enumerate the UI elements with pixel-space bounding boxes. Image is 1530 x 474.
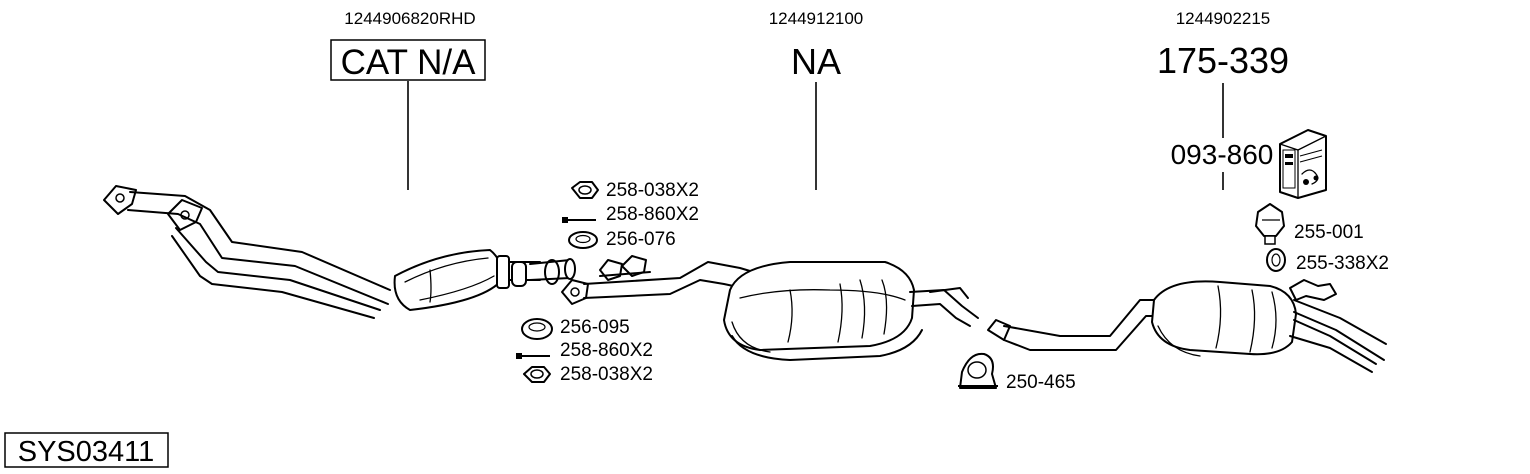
code-middle: NA xyxy=(791,41,841,82)
fitting-label-lower-1: 256-095 xyxy=(560,317,630,338)
mounting-kit-code: 093-860 xyxy=(1171,139,1274,170)
fitting-label-lower-2: 258-860X2 xyxy=(560,340,653,361)
system-id-box xyxy=(4,432,169,468)
bolt-icon-lower xyxy=(516,353,550,359)
fitting-label-upper-2: 258-860X2 xyxy=(606,204,699,225)
clamp-icon xyxy=(958,352,998,389)
clamp-label: 250-465 xyxy=(1006,372,1076,393)
bolt-icon-upper xyxy=(562,217,596,223)
rubber-mount-icon xyxy=(1255,203,1285,245)
mounting-kit-box-icon xyxy=(1279,129,1327,199)
front-pipe-catalytic-converter xyxy=(103,185,576,319)
gasket-icon-lower xyxy=(521,318,553,340)
part-number-rear: 1244902215 xyxy=(1176,9,1271,28)
nut-icon-upper xyxy=(571,181,599,199)
system-id: SYS03411 xyxy=(18,436,155,468)
fitting-label-upper-3: 256-076 xyxy=(606,229,676,250)
part-number-middle: 1244912100 xyxy=(769,9,864,28)
fitting-label-lower-3: 258-038X2 xyxy=(560,364,653,385)
code-rear: 175-339 xyxy=(1157,40,1289,81)
part-number-front: 1244906820RHD xyxy=(344,9,475,28)
code-box-front xyxy=(330,39,486,81)
rear-ring-label: 255-338X2 xyxy=(1296,253,1389,274)
gasket-icon-upper xyxy=(568,231,598,249)
rear-silencer-assembly xyxy=(987,279,1387,373)
rear-mount-label: 255-001 xyxy=(1294,222,1364,243)
middle-silencer-assembly xyxy=(561,255,979,361)
nut-icon-lower xyxy=(523,366,551,383)
fitting-label-upper-1: 258-038X2 xyxy=(606,180,699,201)
rubber-ring-icon xyxy=(1266,248,1286,272)
code-front: CAT N/A xyxy=(341,43,476,82)
